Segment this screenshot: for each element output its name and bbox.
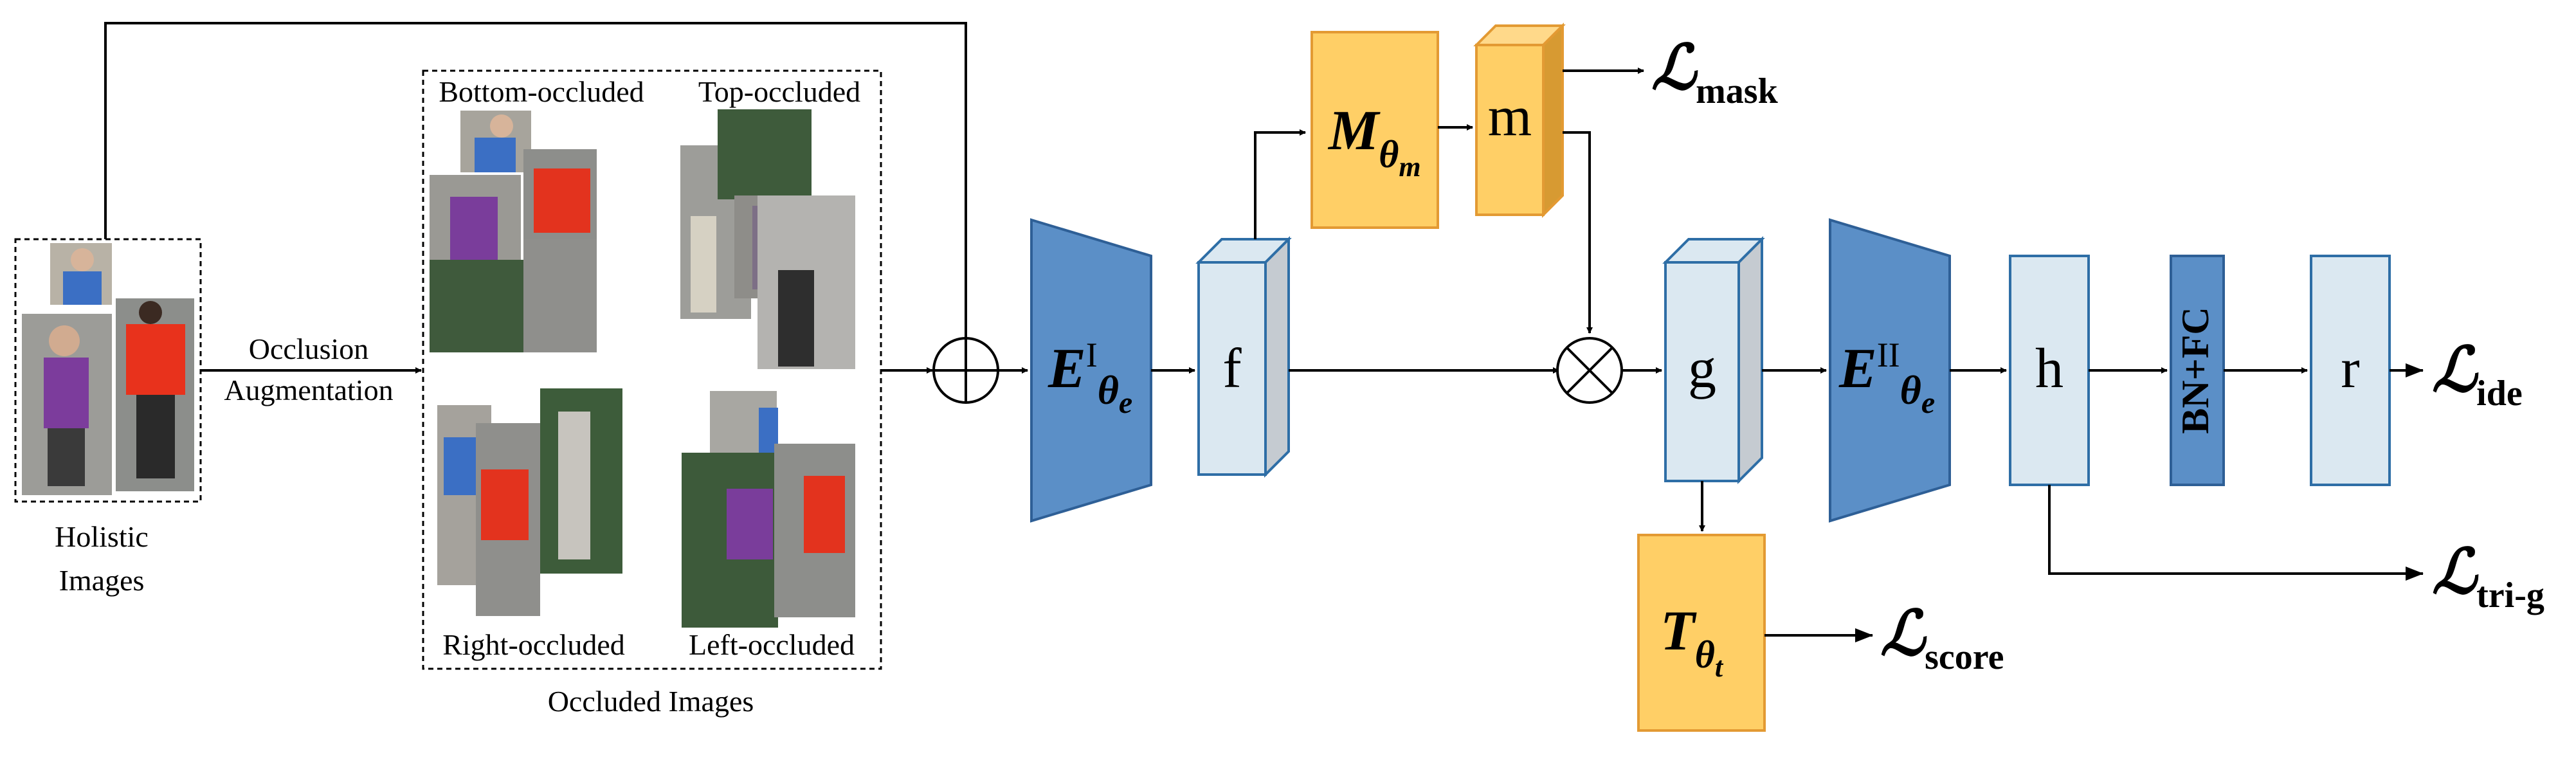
encoder-2-label: EIIθe [1838, 336, 1935, 420]
feature-g-label: g [1688, 338, 1716, 400]
loss-score: ℒscore [1880, 599, 2004, 677]
encoder-1-label: EIθe [1048, 336, 1132, 420]
multiply-node [1556, 337, 1623, 404]
holistic-photo-1 [50, 243, 112, 305]
skip-connection-line [104, 22, 969, 350]
sum-node [932, 337, 999, 404]
feature-g: g [1662, 236, 1765, 484]
holistic-images-group: Holistic Images [14, 238, 202, 597]
right-occluded-photos [437, 388, 622, 616]
feature-m-label: m [1488, 86, 1532, 148]
loss-tri-g: ℒtri-g [2432, 538, 2544, 615]
encoder-1: EIθe [1030, 218, 1152, 523]
f-to-mask-net-arrow [1254, 129, 1306, 239]
h-to-trig-loss-arrow [2048, 485, 2424, 581]
feature-h: h [2009, 255, 2090, 486]
feature-m: m [1473, 23, 1566, 218]
bottom-occluded-photos [430, 111, 597, 352]
right-occluded-label: Right-occluded [442, 628, 625, 661]
feature-f-label: f [1222, 338, 1242, 400]
encoder-2: EIIθe [1829, 218, 1951, 523]
holistic-label-line2: Images [59, 564, 145, 597]
score-net-label: Tθt [1660, 600, 1724, 683]
score-net: Tθt [1637, 534, 1766, 732]
occluded-images-label: Occluded Images [548, 685, 754, 718]
feature-r-label: r [2341, 338, 2359, 400]
top-occluded-label: Top-occluded [698, 75, 860, 108]
loss-ide: ℒide [2432, 336, 2523, 413]
feature-r: r [2310, 255, 2391, 486]
bn-fc-label: BN+FC [2174, 307, 2217, 434]
top-occluded-photos [680, 109, 855, 369]
holistic-photo-3 [116, 298, 194, 491]
m-to-multiply-arrow [1563, 131, 1593, 334]
feature-f: f [1195, 236, 1292, 478]
left-occluded-photos [682, 391, 855, 628]
occlusion-augmentation: Occlusion Augmentation [201, 332, 422, 406]
mask-net-label: Mθm [1327, 100, 1421, 183]
occluded-images-group: Bottom-occluded Top-occluded Right-occlu… [422, 69, 882, 718]
occlusion-label-line2: Augmentation [224, 374, 393, 406]
bottom-occluded-label: Bottom-occluded [439, 75, 644, 108]
bn-fc-layer: BN+FC [2170, 255, 2225, 486]
occlusion-label-line1: Occlusion [249, 332, 369, 365]
mask-net: Mθm [1311, 31, 1439, 229]
left-occluded-label: Left-occluded [689, 628, 855, 661]
loss-mask: ℒmask [1651, 33, 1779, 111]
holistic-photo-2 [22, 314, 112, 495]
holistic-label-line1: Holistic [55, 520, 149, 553]
feature-h-label: h [2035, 338, 2064, 400]
